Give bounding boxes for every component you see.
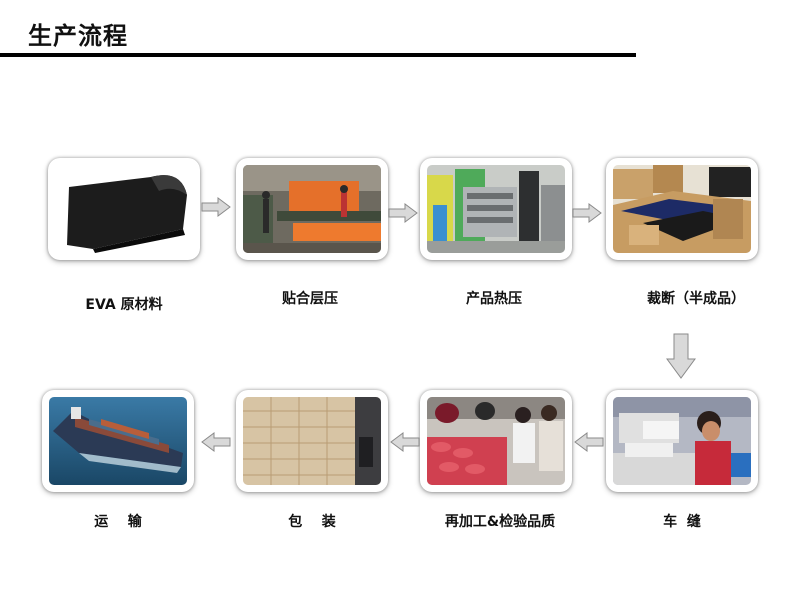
cargo-ship-photo [49, 397, 187, 485]
step-label-cutting: 裁断（半成品） [647, 291, 745, 307]
arrow-left-icon [390, 432, 420, 452]
page-title: 生产流程 [28, 21, 128, 50]
step-card-hot-press [420, 158, 572, 260]
step-label-hot-press: 产品热压 [466, 291, 522, 307]
step-label-lamination: 贴合层压 [282, 291, 338, 307]
step-card-lamination [236, 158, 388, 260]
eva-sheet-photo [55, 165, 193, 253]
arrow-left-icon [574, 432, 604, 452]
step-card-sewing [606, 390, 758, 492]
arrow-right-icon [201, 197, 231, 217]
sewing-worker-photo [613, 397, 751, 485]
arrow-right-icon [572, 203, 602, 223]
step-label-rework-inspection: 再加工&检验品质 [444, 514, 556, 530]
step-label-eva-raw-material: EVA 原材料 [85, 297, 163, 313]
carton-stack-photo [243, 397, 381, 485]
title-underline [0, 53, 636, 57]
inspection-workers-photo [427, 397, 565, 485]
step-card-packaging [236, 390, 388, 492]
laminating-line-photo [243, 165, 381, 253]
hot-press-machine-photo [427, 165, 565, 253]
step-label-shipping: 运 输 [94, 514, 142, 530]
step-card-shipping [42, 390, 194, 492]
arrow-left-icon [201, 432, 231, 452]
step-label-sewing: 车 缝 [663, 514, 701, 530]
step-label-packaging: 包 装 [288, 514, 336, 530]
step-card-eva-raw-material [48, 158, 200, 260]
cut-pieces-boxes-photo [613, 165, 751, 253]
arrow-down-icon [666, 333, 696, 379]
arrow-right-icon [388, 203, 418, 223]
step-card-rework-inspection [420, 390, 572, 492]
step-card-cutting [606, 158, 758, 260]
